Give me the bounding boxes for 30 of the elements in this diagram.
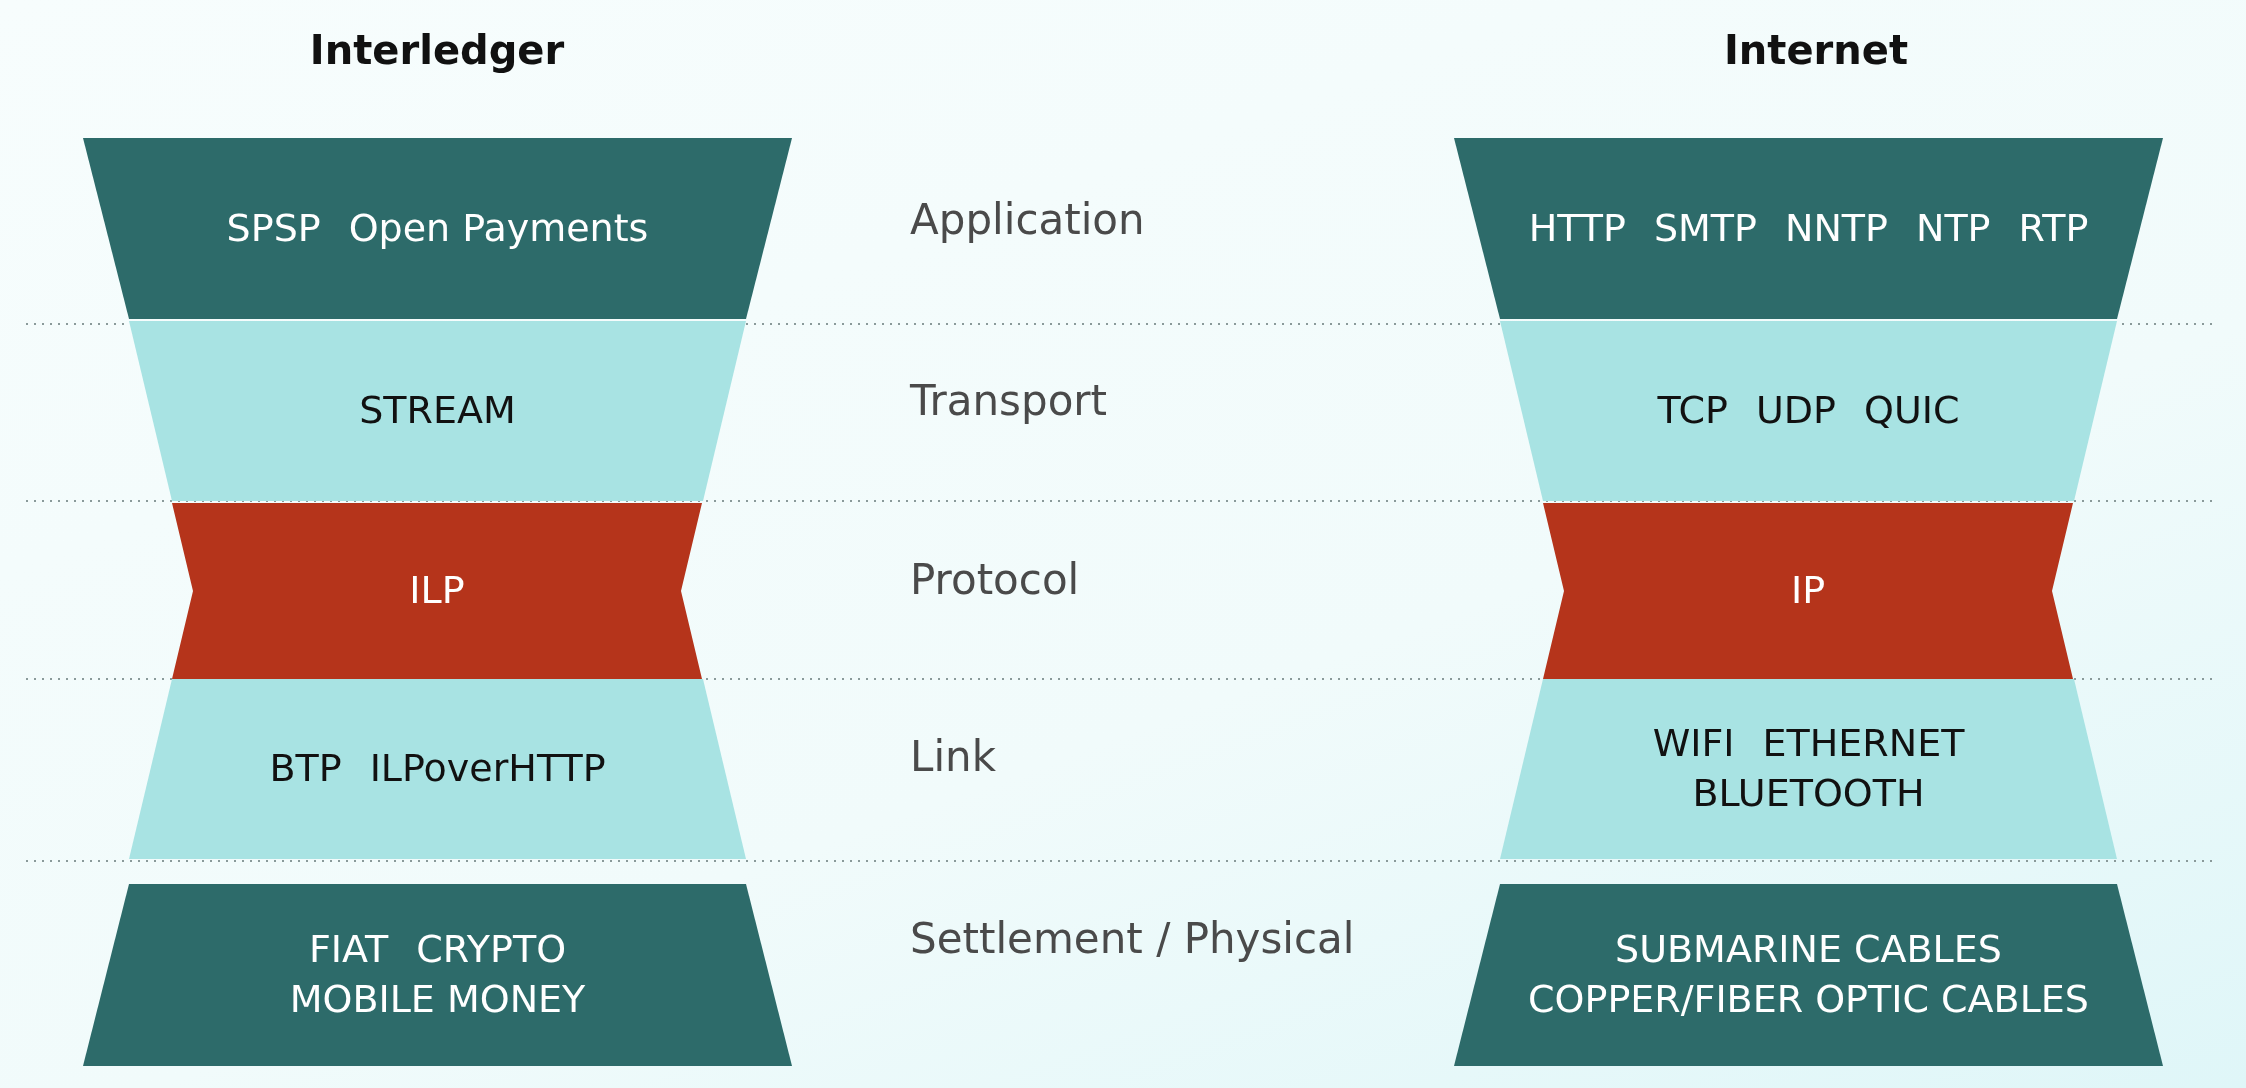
protocol-name: COPPER/FIBER OPTIC CABLES [1528, 977, 2089, 1023]
protocol-name: ETHERNET [1762, 721, 1965, 767]
protocol-name: STREAM [359, 388, 516, 434]
protocol-name: SPSP [226, 205, 321, 252]
protocol-name: Open Payments [348, 205, 649, 252]
protocol-name: BLUETOOTH [1692, 771, 1925, 817]
protocol-name: SMTP [1653, 205, 1757, 252]
protocol-name: QUIC [1864, 388, 1960, 434]
protocol-name: FIAT [308, 927, 389, 973]
protocol-name: CRYPTO [416, 927, 567, 973]
protocol-name: SUBMARINE CABLES [1615, 927, 2002, 973]
layer-name: Protocol [910, 554, 1080, 604]
column-heading: Interledger [309, 27, 565, 73]
protocol-name: UDP [1756, 388, 1836, 434]
layer-name: Link [910, 731, 996, 781]
layer-name: Settlement / Physical [910, 913, 1355, 963]
column-heading: Internet [1723, 27, 1909, 73]
protocol-name: ILP [409, 568, 465, 614]
protocol-name: BTP [269, 746, 342, 792]
protocol-name: MOBILE MONEY [289, 977, 586, 1023]
protocol-name: TCP [1657, 388, 1728, 434]
protocol-name: WIFI [1652, 721, 1735, 767]
protocol-name: HTTP [1528, 205, 1626, 252]
protocol-name: RTP [2018, 205, 2089, 252]
protocol-name: ILPoverHTTP [369, 746, 606, 792]
protocol-name: NTP [1915, 205, 1991, 252]
protocol-name: NNTP [1785, 205, 1888, 252]
layer-name: Transport [910, 375, 1108, 425]
layer-name: Application [910, 194, 1145, 244]
protocol-name: IP [1790, 568, 1826, 614]
